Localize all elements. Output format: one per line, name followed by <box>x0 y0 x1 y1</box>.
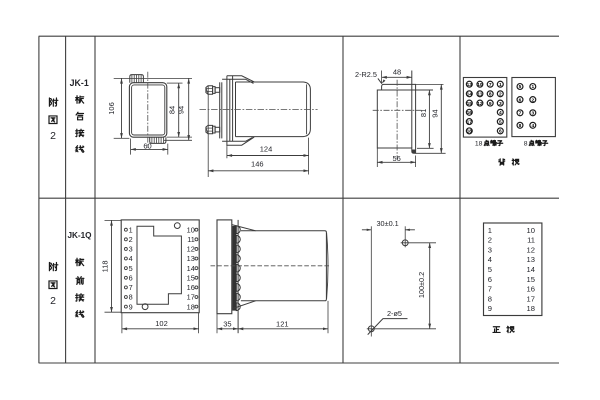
svg-text:12: 12 <box>477 101 483 107</box>
svg-text:60: 60 <box>143 142 151 151</box>
svg-text:2: 2 <box>531 97 534 103</box>
svg-text:5: 5 <box>499 119 502 125</box>
svg-text:4: 4 <box>488 255 492 264</box>
svg-text:1: 1 <box>531 84 534 90</box>
svg-text:8: 8 <box>519 123 522 129</box>
svg-text:2: 2 <box>50 130 56 142</box>
svg-text:17: 17 <box>187 293 195 302</box>
svg-text:1: 1 <box>129 225 133 234</box>
svg-text:3: 3 <box>129 245 133 254</box>
svg-text:JK-1: JK-1 <box>70 78 89 88</box>
svg-text:2-ø5: 2-ø5 <box>387 309 402 318</box>
svg-text:10: 10 <box>527 226 535 235</box>
svg-text:2: 2 <box>129 235 133 244</box>
svg-text:124: 124 <box>260 145 273 154</box>
svg-text:2: 2 <box>488 236 492 245</box>
svg-text:118: 118 <box>101 260 110 272</box>
svg-text:15: 15 <box>527 275 535 284</box>
svg-text:5: 5 <box>488 265 492 274</box>
svg-text:15: 15 <box>187 273 195 282</box>
svg-text:5: 5 <box>519 84 522 90</box>
svg-text:2: 2 <box>499 92 502 98</box>
svg-text:14: 14 <box>187 264 195 273</box>
svg-text:7: 7 <box>488 285 492 294</box>
svg-text:8: 8 <box>524 140 528 147</box>
svg-text:12: 12 <box>187 245 195 254</box>
svg-text:14: 14 <box>527 265 535 274</box>
svg-text:84: 84 <box>167 106 176 114</box>
svg-text:8: 8 <box>489 92 492 98</box>
svg-text:5: 5 <box>129 264 133 273</box>
svg-text:11: 11 <box>527 236 535 245</box>
svg-text:9: 9 <box>129 302 133 311</box>
svg-text:16: 16 <box>467 110 473 116</box>
svg-text:1: 1 <box>499 82 502 88</box>
svg-text:8: 8 <box>129 293 133 302</box>
svg-text:3: 3 <box>531 111 534 117</box>
svg-text:7: 7 <box>129 283 133 292</box>
svg-text:146: 146 <box>251 160 264 169</box>
svg-text:12: 12 <box>527 245 535 254</box>
svg-text:13: 13 <box>467 82 473 88</box>
svg-text:14: 14 <box>467 92 473 98</box>
svg-text:13: 13 <box>187 254 195 263</box>
svg-text:102: 102 <box>155 319 168 328</box>
svg-text:106: 106 <box>107 102 116 115</box>
svg-text:18: 18 <box>527 304 535 313</box>
svg-text:7: 7 <box>489 82 492 88</box>
svg-text:18: 18 <box>467 129 473 135</box>
svg-text:100±0.2: 100±0.2 <box>417 272 426 298</box>
svg-text:6: 6 <box>499 129 502 135</box>
svg-text:18: 18 <box>475 140 483 147</box>
svg-text:7: 7 <box>519 111 522 117</box>
svg-text:6: 6 <box>519 97 522 103</box>
svg-text:16: 16 <box>187 283 195 292</box>
svg-text:2: 2 <box>50 295 56 307</box>
svg-text:10: 10 <box>187 225 195 234</box>
svg-text:9: 9 <box>488 304 492 313</box>
svg-text:4: 4 <box>499 110 502 116</box>
svg-text:17: 17 <box>467 119 473 125</box>
svg-text:17: 17 <box>527 294 535 303</box>
svg-text:81: 81 <box>419 109 428 117</box>
svg-text:15: 15 <box>467 101 473 107</box>
svg-text:4: 4 <box>129 254 133 263</box>
svg-text:16: 16 <box>527 285 535 294</box>
svg-text:8: 8 <box>488 294 492 303</box>
svg-text:30±0.1: 30±0.1 <box>376 219 398 228</box>
svg-text:48: 48 <box>393 67 401 76</box>
svg-text:11: 11 <box>477 92 482 98</box>
svg-text:6: 6 <box>488 275 492 284</box>
svg-text:3: 3 <box>488 245 492 254</box>
svg-text:94: 94 <box>431 109 440 117</box>
svg-text:56: 56 <box>393 154 401 163</box>
svg-text:18: 18 <box>187 302 195 311</box>
svg-text:94: 94 <box>177 106 186 114</box>
svg-text:10: 10 <box>477 82 483 88</box>
svg-text:35: 35 <box>223 320 231 329</box>
svg-text:121: 121 <box>276 320 289 329</box>
svg-text:3: 3 <box>499 101 502 107</box>
svg-text:4: 4 <box>531 123 534 129</box>
svg-text:1: 1 <box>488 226 492 235</box>
svg-text:11: 11 <box>187 235 195 244</box>
svg-text:9: 9 <box>489 101 492 107</box>
svg-text:2-R2.5: 2-R2.5 <box>355 70 377 79</box>
svg-text:JK-1Q: JK-1Q <box>67 231 92 240</box>
svg-text:13: 13 <box>527 255 535 264</box>
svg-text:6: 6 <box>129 273 133 282</box>
